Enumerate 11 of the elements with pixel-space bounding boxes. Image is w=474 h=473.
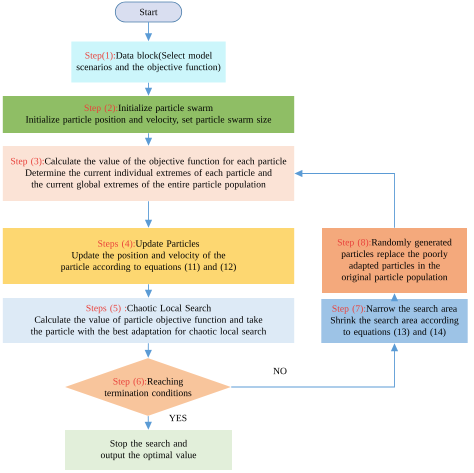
start-terminal: Start bbox=[114, 2, 182, 22]
process-box: Stop the search and output the optimal value bbox=[65, 430, 232, 470]
process-box: Step (3):Calculate the value of the objective function for each particle Determine the current individual extremes of each particle and the current global extremes of the entire particle population bbox=[2, 146, 294, 201]
process-box: Step(1):Data block(Select model scenarios and the objective function) bbox=[71, 42, 226, 82]
process-box: Steps (5) :Chaotic Local Search Calculate the value of particle objective function and take the particle with the best adaptation for chaotic local search bbox=[2, 298, 294, 343]
edge-label: YES bbox=[168, 414, 188, 422]
process-box: Step (7):Narrow the search area Shrink the search area according to equations (13) and (14) bbox=[321, 299, 468, 343]
process-box: Step (2):Initialize particle swarm Initialize particle position and velocity, set particle swarm size bbox=[2, 96, 294, 133]
edge-label: NO bbox=[272, 366, 288, 376]
process-box: Steps (4):Update Particles Update the position and velocity of the particle according to equations (11) and (12) bbox=[2, 228, 294, 284]
process-box: Step (8):Randomly generated particles replace the poorly adapted particles in the original particle population bbox=[322, 228, 467, 293]
